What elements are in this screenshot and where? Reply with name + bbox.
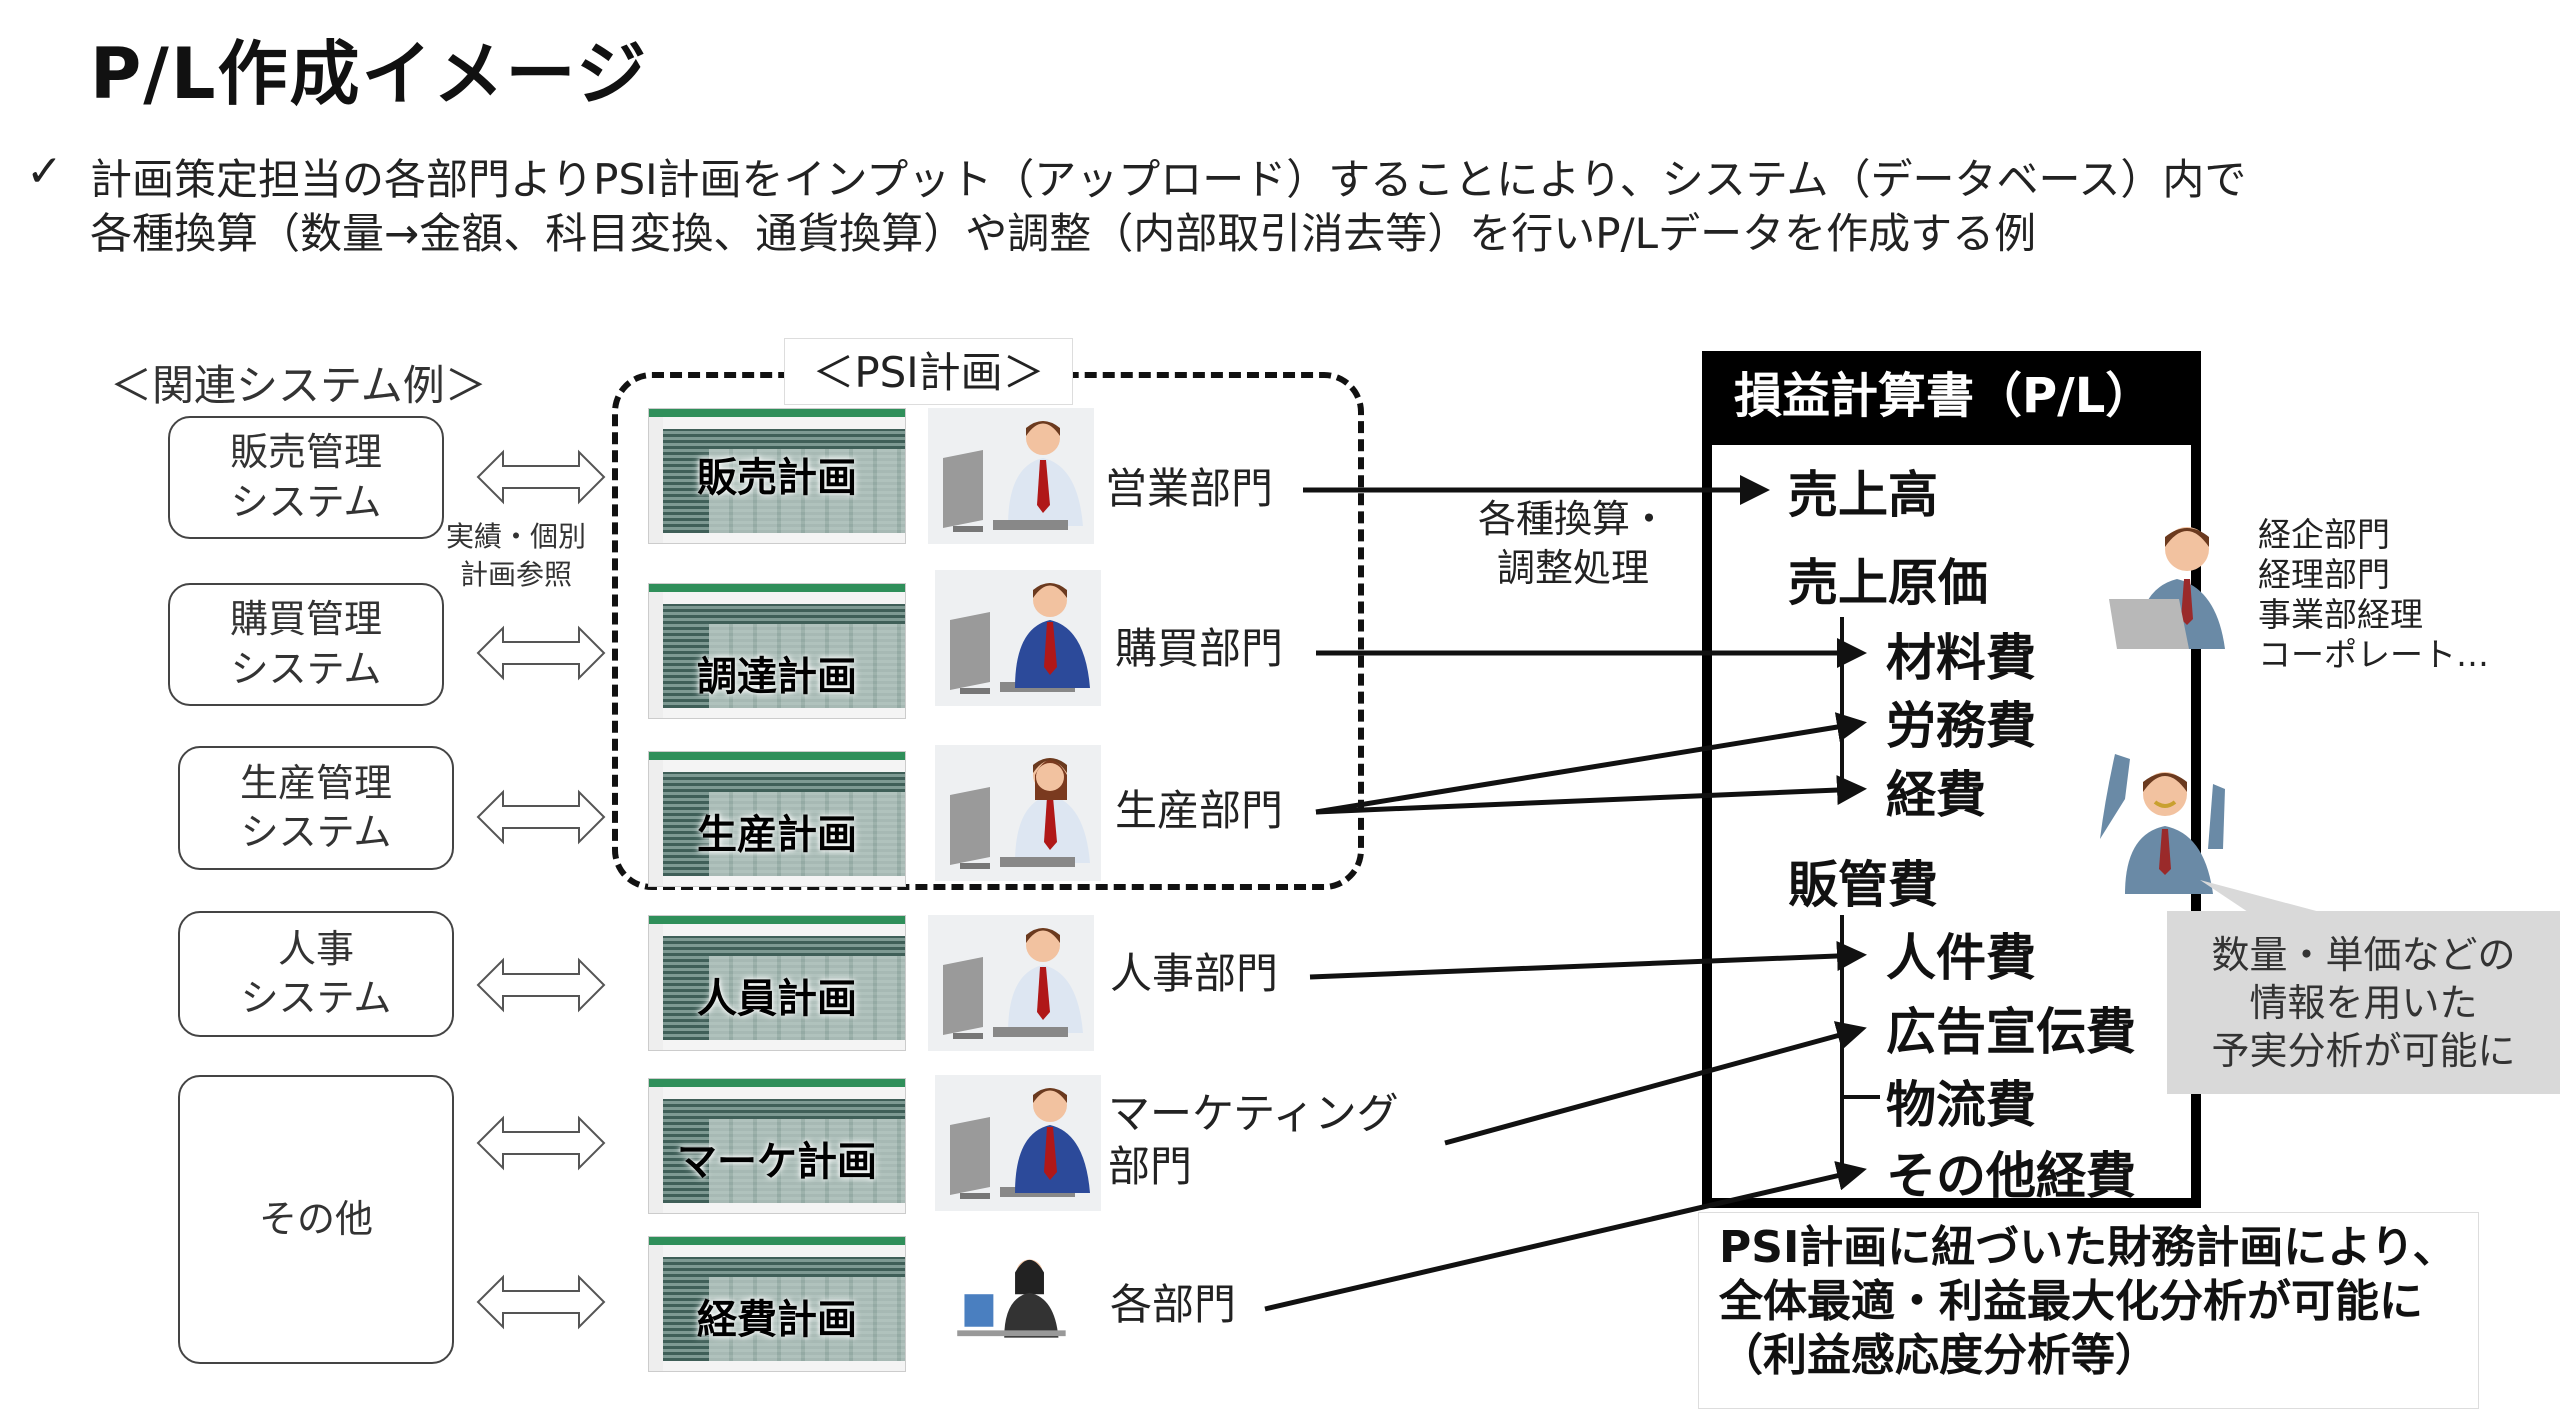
conversion-line: 各種換算・ <box>1478 497 1669 541</box>
pl-item-logistics: 物流費 <box>1886 1076 2036 1134</box>
conversion-label: 各種換算・調整処理 <box>1478 495 1668 594</box>
plan-sheet-expense: 経費計画 <box>648 1236 906 1372</box>
dept-label-marketing: マーケティング部門 <box>1108 1088 1399 1193</box>
system-label: その他 <box>258 1196 373 1241</box>
description-line-1: 計画策定担当の各部門よりPSI計画をインプット（アップロード）することにより、シ… <box>90 155 2247 204</box>
double-arrow-icon <box>476 449 606 505</box>
analysis-callout: 数量・単価などの情報を用いた予実分析が可能に <box>2167 911 2560 1094</box>
hr-staff-illustration <box>928 915 1094 1051</box>
reference-note-line: 計画参照 <box>460 558 573 591</box>
double-arrow-icon <box>476 1115 606 1171</box>
note-line: PSI計画に紐づいた財務計画により、 <box>1719 1222 2457 1273</box>
pl-item-advertising: 広告宣伝費 <box>1886 1003 2136 1061</box>
dept-label-line: 部門 <box>1108 1141 1193 1191</box>
dept-label-production: 生産部門 <box>1115 786 1284 835</box>
plan-sheet-marketing: マーケ計画 <box>648 1078 906 1214</box>
purchasing-staff-illustration <box>935 570 1101 706</box>
pl-item-personnel: 人件費 <box>1886 929 2036 987</box>
page-title: P/L作成イメージ <box>90 33 649 115</box>
cheering-staff-illustration <box>2100 754 2225 894</box>
related-systems-heading: ＜関連システム例＞ <box>110 361 487 410</box>
plan-sheet-sales: 販売計画 <box>648 408 906 544</box>
double-arrow-icon <box>476 957 606 1013</box>
check-icon: ✓ <box>26 146 63 197</box>
pl-item-overhead: 経費 <box>1886 766 1986 824</box>
system-label: 購買管理 <box>229 597 382 642</box>
system-label: 生産管理 <box>239 760 392 805</box>
double-arrow-icon <box>476 1274 606 1330</box>
pl-item-sga: 販管費 <box>1788 856 1938 914</box>
production-staff-illustration <box>935 745 1101 881</box>
callout-line: 数量・単価などの <box>2211 933 2516 977</box>
role-line: 経理部門 <box>2258 555 2390 594</box>
system-label: 販売管理 <box>229 430 382 475</box>
psi-label: ＜PSI計画＞ <box>784 338 1073 405</box>
dept-label-hr: 人事部門 <box>1110 949 1279 998</box>
system-box-purchase: 購買管理システム <box>168 583 444 706</box>
plan-sheet-label: 調達計画 <box>697 654 857 700</box>
pl-item-materials: 材料費 <box>1886 629 2036 687</box>
marketing-staff-illustration <box>935 1075 1101 1211</box>
system-box-other: その他 <box>178 1075 454 1364</box>
department-staff-illustration <box>950 1245 1070 1355</box>
callout-line: 情報を用いた <box>2249 981 2478 1025</box>
finance-staff-laptop-illustration <box>2109 527 2225 649</box>
system-label: システム <box>240 976 392 1020</box>
role-line: 経企部門 <box>2258 515 2390 554</box>
dept-label-purchasing: 購買部門 <box>1115 624 1284 673</box>
plan-sheet-label: 人員計画 <box>697 976 857 1022</box>
system-label: システム <box>240 810 392 854</box>
plan-sheet-label: マーケ計画 <box>677 1139 877 1185</box>
callout-line: 予実分析が可能に <box>2211 1029 2516 1073</box>
pl-item-labor: 労務費 <box>1886 697 2036 755</box>
double-arrow-icon <box>476 789 606 845</box>
pl-item-cogs: 売上原価 <box>1788 554 1988 612</box>
plan-sheet-label: 経費計画 <box>697 1297 857 1343</box>
system-label: 人事 <box>277 926 354 971</box>
system-label: システム <box>230 479 382 524</box>
finance-roles: 経企部門経理部門事業部経理コーポレート… <box>2258 515 2489 675</box>
double-arrow-icon <box>476 625 606 681</box>
note-line: （利益感応度分析等） <box>1719 1330 2159 1381</box>
role-line: コーポレート… <box>2258 635 2489 674</box>
summary-note: PSI計画に紐づいた財務計画により、全体最適・利益最大化分析が可能に（利益感応度… <box>1698 1212 2479 1409</box>
callout-pointer <box>2200 880 2350 920</box>
dept-label-all: 各部門 <box>1110 1280 1237 1329</box>
sales-staff-illustration <box>928 408 1094 544</box>
system-label: システム <box>230 646 382 691</box>
role-line: 事業部経理 <box>2258 595 2423 634</box>
plan-sheet-production: 生産計画 <box>648 751 906 887</box>
plan-sheet-procurement: 調達計画 <box>648 583 906 719</box>
system-box-production: 生産管理システム <box>178 746 454 870</box>
system-box-hr: 人事システム <box>178 911 454 1037</box>
pl-item-other: その他経費 <box>1886 1147 2136 1205</box>
reference-note: 実績・個別計画参照 <box>446 518 586 594</box>
conversion-line: 調整処理 <box>1497 546 1650 591</box>
description-line-2: 各種換算（数量→金額、科目変換、通貨換算）や調整（内部取引消去等）を行いP/Lデ… <box>90 209 2037 258</box>
plan-sheet-label: 販売計画 <box>697 455 857 501</box>
reference-note-line: 実績・個別 <box>446 520 587 553</box>
dept-label-line: マーケティング <box>1108 1089 1399 1138</box>
note-line: 全体最適・利益最大化分析が可能に <box>1719 1276 2423 1327</box>
plan-sheet-label: 生産計画 <box>697 812 857 858</box>
dept-label-sales: 営業部門 <box>1105 464 1274 513</box>
plan-sheet-personnel: 人員計画 <box>648 915 906 1051</box>
pl-title: 損益計算書（P/L） <box>1712 361 2191 445</box>
system-box-sales: 販売管理システム <box>168 416 444 539</box>
pl-item-sales: 売上高 <box>1788 466 1938 524</box>
